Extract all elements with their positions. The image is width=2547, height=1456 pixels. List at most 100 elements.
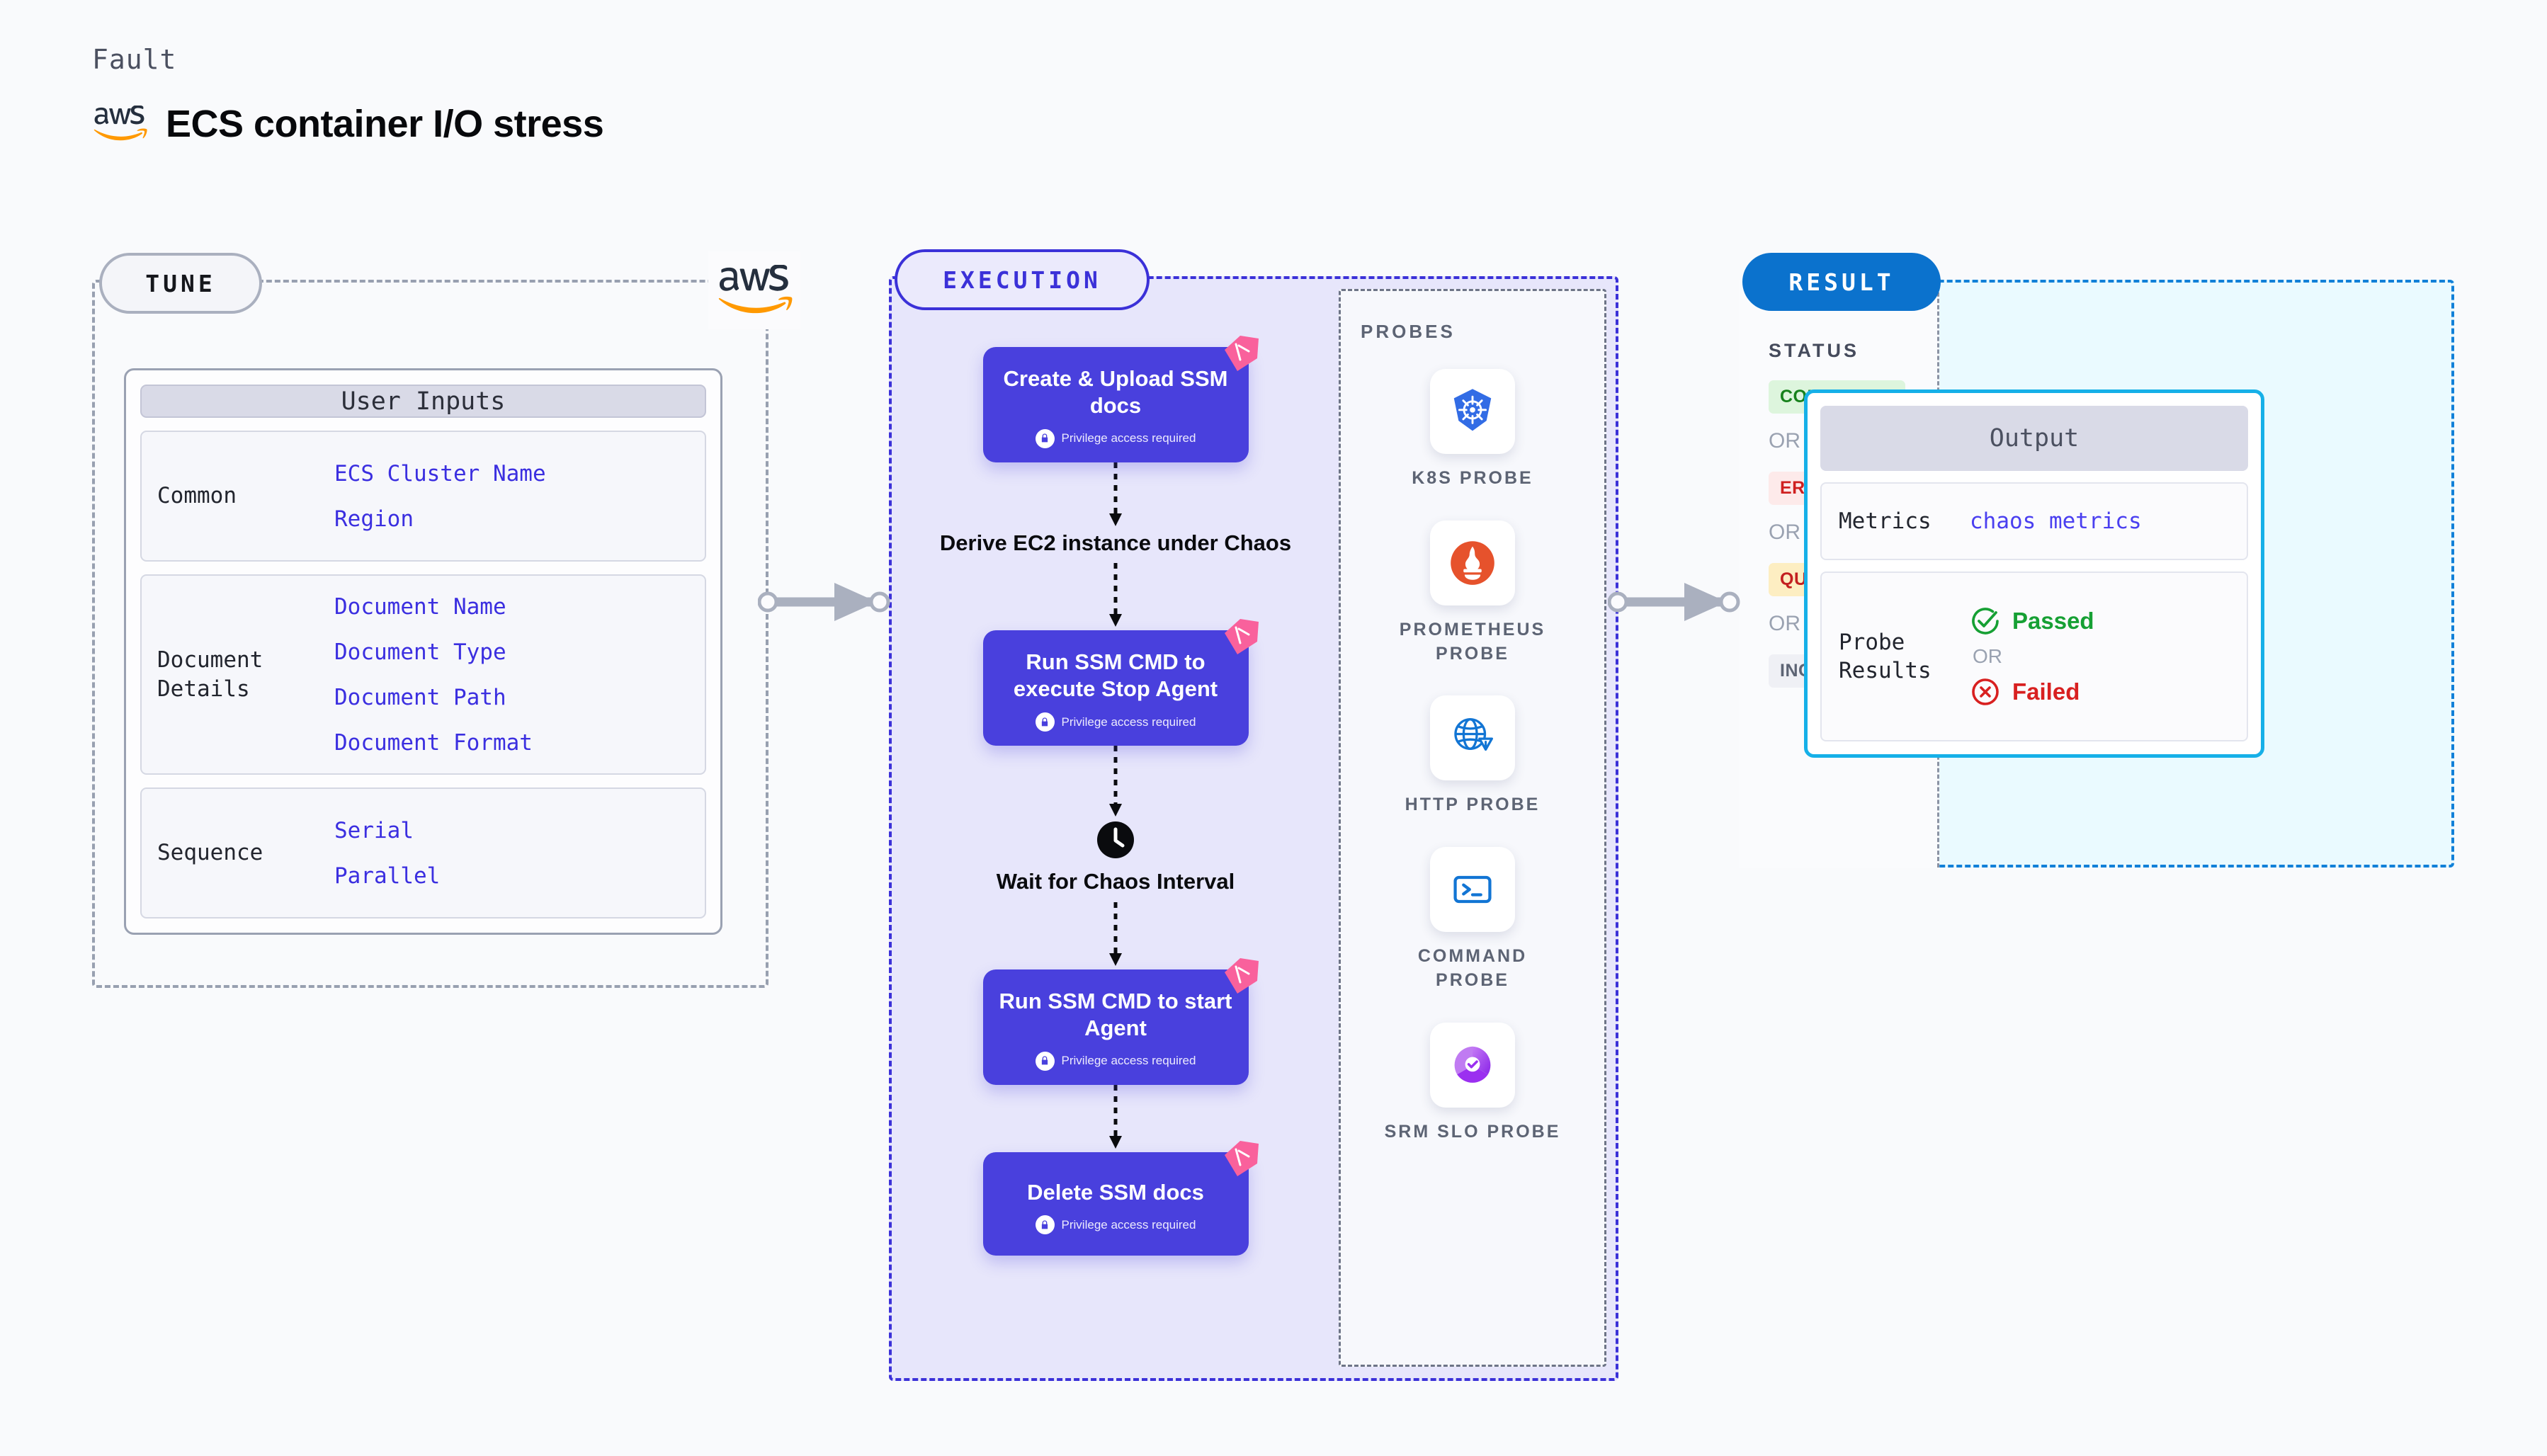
prometheus-icon xyxy=(1451,540,1494,585)
section-values: ECS Cluster Name Region xyxy=(334,461,546,532)
probe-tile xyxy=(1430,520,1515,605)
step-title: Create & Upload SSM docs xyxy=(1003,366,1228,418)
section-label: Sequence xyxy=(157,840,263,866)
flow-arrow xyxy=(1109,746,1122,817)
x-circle-icon xyxy=(1972,678,1999,705)
probe-tile xyxy=(1430,369,1515,454)
title-row: ECS container I/O stress xyxy=(92,102,604,146)
input-field[interactable]: ECS Cluster Name xyxy=(334,460,546,487)
output-row-metrics: Metrics chaos metrics xyxy=(1820,482,2248,560)
privilege-note: Privilege access required xyxy=(996,428,1236,448)
ribbon-icon xyxy=(1224,1140,1259,1176)
passed-label: Passed xyxy=(2012,608,2094,634)
ribbon-icon xyxy=(1224,336,1259,371)
step-title: Run SSM CMD to start Agent xyxy=(999,988,1232,1040)
execution-step-plain: Wait for Chaos Interval xyxy=(996,869,1235,894)
result-panel: STATUS COMPLETED OR ERRORED OR QUEUED OR… xyxy=(1739,253,2454,868)
privilege-note: Privilege access required xyxy=(996,1051,1236,1071)
input-field[interactable]: Serial xyxy=(334,817,414,843)
metrics-value[interactable]: chaos metrics xyxy=(1970,508,2142,534)
page-title: ECS container I/O stress xyxy=(166,103,604,145)
input-field[interactable]: Parallel xyxy=(334,863,441,889)
metrics-label: Metrics xyxy=(1839,508,1931,534)
user-inputs-header: User Inputs xyxy=(140,385,706,418)
probe-label: HTTP PROBE xyxy=(1405,795,1541,815)
section-label: Common xyxy=(157,483,237,509)
kubernetes-icon xyxy=(1453,389,1492,431)
output-row-probe-results: Probe Results Passed OR Failed xyxy=(1820,571,2248,741)
output-header: Output xyxy=(1820,406,2248,471)
input-field[interactable]: Document Type xyxy=(334,639,506,665)
probe-label: PROMETHEUS PROBE xyxy=(1399,619,1546,664)
ribbon-icon xyxy=(1224,957,1259,994)
execution-step-card[interactable]: Run SSM CMD to start Agent Privilege acc… xyxy=(982,957,1259,1085)
output-card: Output Metrics chaos metrics Probe Resul… xyxy=(1804,389,2264,758)
check-circle-icon xyxy=(1972,608,1999,635)
probes-heading: PROBES xyxy=(1361,321,1456,342)
execution-panel: EXECUTION Create & Upload SSM docs Privi… xyxy=(889,249,1618,1381)
execution-step-card[interactable]: Create & Upload SSM docs Privilege acces… xyxy=(982,336,1259,462)
probe-label: COMMAND PROBE xyxy=(1417,946,1528,990)
fault-label: Fault xyxy=(92,44,177,75)
privilege-label: Privilege access required xyxy=(1061,431,1196,445)
connector-execution-to-result xyxy=(1608,583,1740,621)
lock-icon xyxy=(1035,1215,1055,1235)
execution-step-card[interactable]: Delete SSM docs Privilege access require… xyxy=(982,1140,1259,1256)
lock-icon xyxy=(1035,712,1055,732)
probe-result-failed: Failed xyxy=(1970,676,2094,707)
failed-label: Failed xyxy=(2012,678,2080,705)
probe-item-k8s[interactable]: K8S PROBE xyxy=(1341,369,1604,491)
input-field[interactable]: Region xyxy=(334,506,414,532)
flow-arrow xyxy=(1109,462,1122,526)
status-heading: STATUS xyxy=(1769,340,1859,361)
tune-aws-logo-wrap xyxy=(708,251,800,329)
input-field[interactable]: Document Name xyxy=(334,593,506,620)
user-inputs-section-common: Common ECS Cluster Name Region xyxy=(140,431,706,562)
probe-results-label: Probe Results xyxy=(1839,629,1931,683)
execution-step-card[interactable]: Run SSM CMD to execute Stop Agent Privil… xyxy=(982,619,1259,746)
probe-tile xyxy=(1430,695,1515,781)
privilege-note: Privilege access required xyxy=(996,712,1236,732)
lock-icon xyxy=(1035,428,1055,448)
probe-tile xyxy=(1430,847,1515,932)
tune-badge: TUNE xyxy=(99,253,262,314)
flow-arrow xyxy=(1109,902,1122,966)
user-inputs-section-sequence: Sequence Serial Parallel xyxy=(140,787,706,918)
step-title: Run SSM CMD to execute Stop Agent xyxy=(1013,649,1218,702)
ribbon-icon xyxy=(1224,619,1259,655)
execution-flow: Create & Upload SSM docs Privilege acces… xyxy=(889,336,1342,1256)
probes-list: K8S PROBE PROMETHEUS PROBE xyxy=(1341,369,1604,1144)
privilege-label: Privilege access required xyxy=(1061,1054,1196,1067)
page-header: Fault ECS container I/O stress xyxy=(92,44,604,146)
clock-icon xyxy=(1097,821,1134,859)
aws-logo-icon xyxy=(93,106,147,141)
probe-label: SRM SLO PROBE xyxy=(1384,1121,1561,1142)
probe-label: K8S PROBE xyxy=(1412,468,1533,488)
privilege-label: Privilege access required xyxy=(1061,1217,1196,1232)
or-label: OR xyxy=(1769,429,1800,453)
probe-item-http[interactable]: HTTP PROBE xyxy=(1341,695,1604,817)
flow-arrow xyxy=(1109,1084,1122,1149)
section-values: Serial Parallel xyxy=(334,818,440,889)
or-label: OR xyxy=(1769,612,1800,635)
result-badge: RESULT xyxy=(1742,253,1941,311)
input-field[interactable]: Document Path xyxy=(334,684,506,710)
probes-panel: PROBES xyxy=(1339,289,1606,1367)
step-title: Delete SSM docs xyxy=(1027,1179,1204,1205)
probe-item-command[interactable]: COMMAND PROBE xyxy=(1341,847,1604,993)
input-field[interactable]: Document Format xyxy=(334,729,533,756)
aws-logo-icon xyxy=(718,265,793,314)
execution-badge: EXECUTION xyxy=(895,249,1150,310)
probe-item-prometheus[interactable]: PROMETHEUS PROBE xyxy=(1341,520,1604,666)
execution-step-plain: Derive EC2 instance under Chaos xyxy=(939,530,1292,555)
probe-item-srm-slo[interactable]: SRM SLO PROBE xyxy=(1341,1022,1604,1144)
connector-tune-to-execution xyxy=(758,583,890,621)
probe-tile xyxy=(1430,1022,1515,1108)
user-inputs-card: User Inputs Common ECS Cluster Name Regi… xyxy=(124,368,722,935)
section-values: Document Name Document Type Document Pat… xyxy=(334,594,533,756)
srm-slo-icon xyxy=(1454,1046,1491,1083)
tune-panel: TUNE xyxy=(92,253,768,988)
http-globe-icon xyxy=(1454,718,1493,751)
section-label: Document Details xyxy=(157,647,263,702)
or-label: OR xyxy=(1769,521,1800,544)
